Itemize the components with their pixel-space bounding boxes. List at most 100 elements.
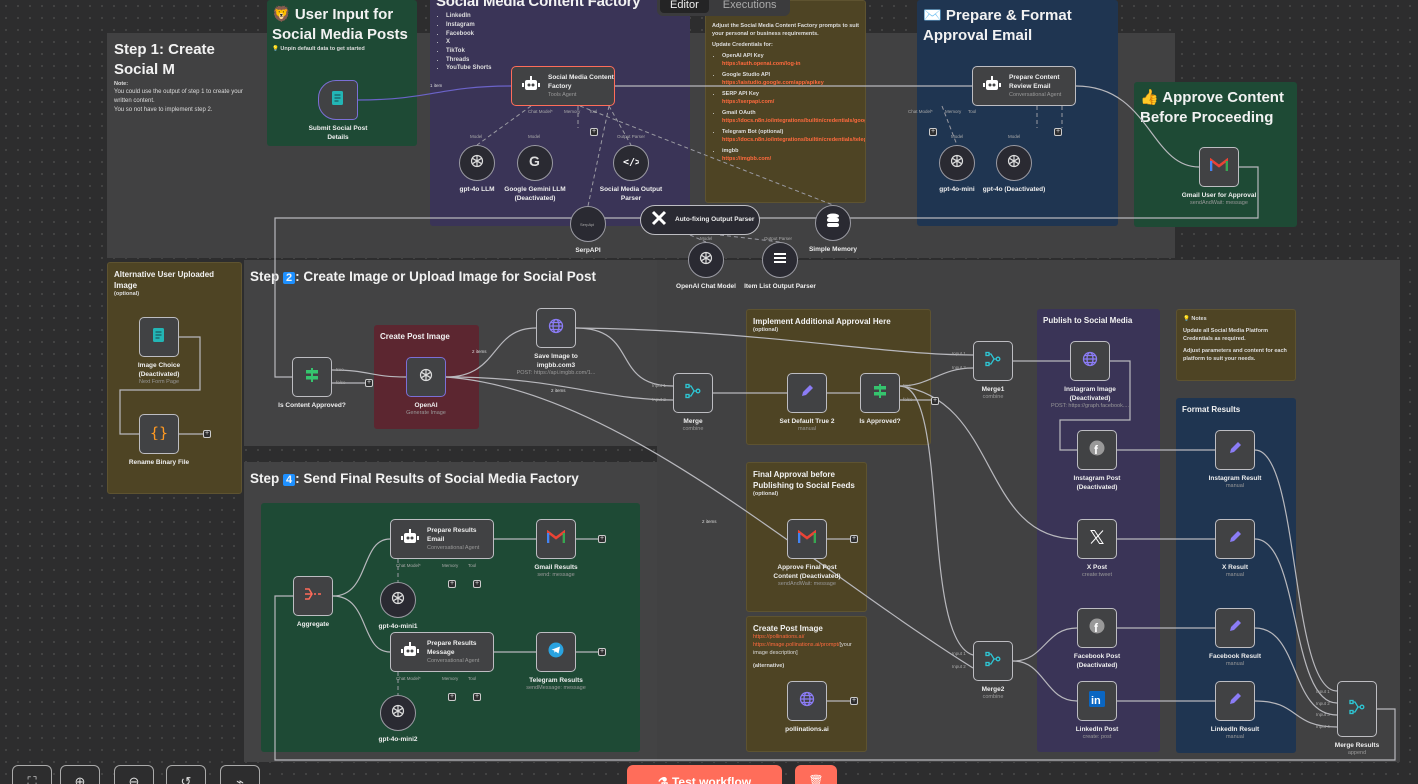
merge-results-node[interactable] [1337, 681, 1377, 737]
is-content-approved-node[interactable] [292, 357, 332, 397]
gpt4o-node[interactable] [996, 145, 1032, 181]
x-result-node[interactable] [1215, 519, 1255, 559]
pollinations-prompt-link[interactable]: https://image.pollinations.ai/prompt/ [753, 642, 840, 649]
gmail-results-node[interactable] [536, 519, 576, 559]
credential-link[interactable]: https://imgbb.com/ [722, 155, 772, 162]
node-label: gpt-4o (Deactivated) [974, 185, 1054, 194]
add-node-button[interactable]: + [473, 580, 481, 588]
gmail-approval-node[interactable] [1199, 147, 1239, 187]
tab-editor[interactable]: Editor [660, 0, 709, 13]
add-node-button[interactable]: + [365, 379, 373, 387]
autofix-node[interactable]: Auto-fixing Output Parser [640, 205, 760, 235]
openai-icon [418, 367, 434, 388]
openai-chat-node[interactable] [688, 242, 724, 278]
is-approved-node[interactable] [860, 373, 900, 413]
reset-zoom-button[interactable]: ↺ [166, 765, 206, 784]
node-subtitle: manual [1225, 734, 1245, 741]
serpapi-node[interactable]: SerpApi [570, 206, 606, 242]
submit-node[interactable] [318, 80, 358, 120]
li-result-node[interactable] [1215, 681, 1255, 721]
openai-icon [390, 703, 406, 724]
port-label: Output Parser [764, 236, 793, 241]
node-title: Prepare Results Email [427, 527, 477, 543]
test-workflow-button[interactable]: ⚗ Test workflow [627, 765, 782, 784]
merge2-node[interactable] [973, 641, 1013, 681]
approve-final-node[interactable] [787, 519, 827, 559]
zoom-out-button[interactable]: ⊖ [114, 765, 154, 784]
credential-link[interactable]: https://auth.openai.com/log-in [722, 60, 801, 67]
gpt4o-mini2-node[interactable] [380, 695, 416, 731]
credential-link[interactable]: https://aistudio.google.com/app/apikey [722, 79, 824, 86]
image-choice-node[interactable] [139, 317, 179, 357]
credential-link[interactable]: https://serpapi.com/ [722, 98, 775, 105]
node-title: Gmail User for Approval [1181, 192, 1257, 199]
additional-approval-title: Implement Additional Approval Here [753, 317, 891, 326]
add-node-button[interactable]: + [448, 580, 456, 588]
aggregate-node[interactable] [293, 576, 333, 616]
node-title: Aggregate [296, 621, 330, 628]
rename-node[interactable]: {} [139, 414, 179, 454]
node-label: OpenAI Chat Model [666, 282, 746, 291]
add-node-button[interactable]: + [448, 693, 456, 701]
item-list-node[interactable] [762, 242, 798, 278]
credential-link[interactable]: https://docs.n8n.io/integrations/builtin… [722, 117, 866, 124]
pollinations-node[interactable] [787, 681, 827, 721]
port-label: Tool [468, 676, 477, 681]
imgbb-node[interactable] [536, 308, 576, 348]
merge-node[interactable] [673, 373, 713, 413]
merge1-node[interactable] [973, 341, 1013, 381]
zoom-in-button[interactable]: ⊕ [60, 765, 100, 784]
social-parser-node[interactable]: </> [613, 145, 649, 181]
insta-image-node[interactable] [1070, 341, 1110, 381]
gpt4o-mini1-node[interactable] [380, 582, 416, 618]
tab-executions[interactable]: Executions [722, 0, 777, 11]
gpt4o-llm-node[interactable] [459, 145, 495, 181]
facebook-icon: f [1089, 440, 1105, 461]
add-node-button[interactable]: + [850, 535, 858, 543]
svg-text:SerpApi: SerpApi [580, 222, 594, 227]
add-node-button[interactable]: + [598, 648, 606, 656]
tidy-up-button[interactable]: ⌁ [220, 765, 260, 784]
delete-button[interactable]: 🗑 [795, 765, 837, 784]
insta-post-node[interactable]: f [1077, 430, 1117, 470]
memory-node[interactable] [815, 205, 851, 241]
facebook-icon: f [1089, 618, 1105, 639]
step4-badge: 4 [283, 474, 296, 486]
x-post-node[interactable] [1077, 519, 1117, 559]
fb-result-node[interactable] [1215, 608, 1255, 648]
li-post-node[interactable]: in [1077, 681, 1117, 721]
node-subtitle: create: post [1082, 734, 1112, 741]
add-node-button[interactable]: + [598, 535, 606, 543]
add-node-button[interactable]: + [1054, 128, 1062, 136]
add-node-button[interactable]: + [931, 397, 939, 405]
insta-result-node[interactable] [1215, 430, 1255, 470]
add-node-button[interactable]: + [929, 128, 937, 136]
fb-post-node[interactable]: f [1077, 608, 1117, 648]
gemini-node[interactable]: G [517, 145, 553, 181]
telegram-results-node[interactable] [536, 632, 576, 672]
node-subtitle: sendAndWait: message [1190, 200, 1248, 207]
node-title: Submit Social Post Details [308, 125, 368, 142]
step4-title: Step 4: Send Final Results of Social Med… [250, 470, 648, 488]
add-node-button[interactable]: + [850, 697, 858, 705]
gpt4o-mini-node[interactable] [939, 145, 975, 181]
add-node-button[interactable]: + [590, 128, 598, 136]
fit-view-button[interactable]: ⛶ [12, 765, 52, 784]
pollinations-link[interactable]: https://pollinations.ai/ [753, 634, 805, 641]
openai-img-node[interactable] [406, 357, 446, 397]
add-node-button[interactable]: + [203, 430, 211, 438]
add-node-button[interactable]: + [473, 693, 481, 701]
alt-upload-title: Alternative User Uploaded Image [114, 270, 215, 291]
port-label: Chat Model* [528, 109, 553, 114]
credential-link[interactable]: https://docs.n8n.io/integrations/builtin… [722, 136, 866, 143]
set-default-node[interactable] [787, 373, 827, 413]
tools-icon [651, 210, 667, 231]
port-label: Model [951, 134, 964, 139]
